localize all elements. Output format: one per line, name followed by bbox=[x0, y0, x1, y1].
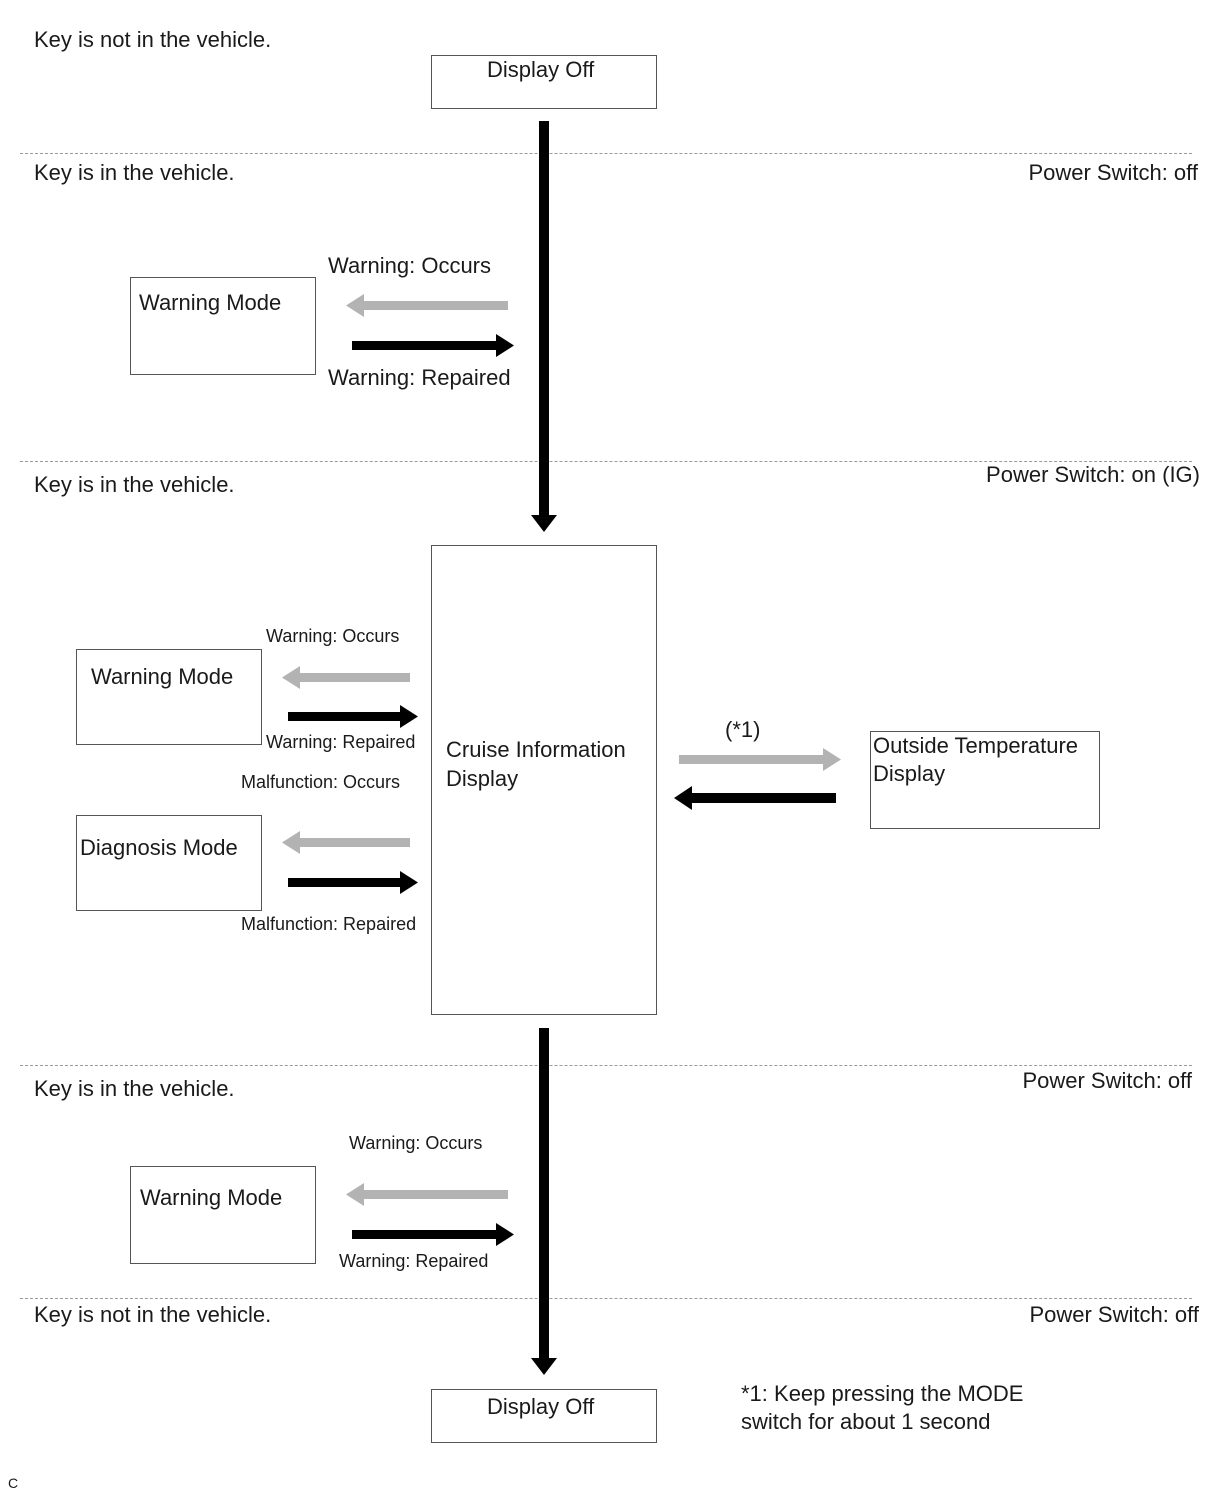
display-off-top-label: Display Off bbox=[487, 57, 595, 82]
section-3-key-label: Key is in the vehicle. bbox=[34, 472, 235, 497]
diag-repaired-arrow bbox=[288, 871, 418, 894]
section-2-key-label: Key is in the vehicle. bbox=[34, 160, 235, 185]
section-3-power-label: Power Switch: on (IG) bbox=[986, 462, 1200, 487]
warning-mode-1-label: Warning Mode bbox=[139, 290, 282, 315]
wm2-repaired-arrow bbox=[288, 705, 418, 728]
diag-occurs-label: Malfunction: Occurs bbox=[241, 772, 401, 792]
warning-mode-box-2: Warning Mode bbox=[76, 649, 262, 745]
cruise-information-display-box: Cruise Information Display bbox=[431, 545, 657, 1015]
display-off-bottom-box: Display Off bbox=[431, 1389, 657, 1443]
wm3-occurs-arrow bbox=[346, 1183, 508, 1206]
diagnosis-mode-label: Diagnosis Mode bbox=[80, 835, 238, 860]
wm1-occurs-arrow bbox=[346, 294, 508, 317]
main-flow-arrow-top bbox=[531, 121, 557, 532]
warning-mode-box-1: Warning Mode bbox=[130, 277, 316, 375]
diagnosis-mode-box: Diagnosis Mode bbox=[76, 815, 262, 911]
section-5-power-label: Power Switch: off bbox=[1029, 1302, 1199, 1327]
warning-mode-3-label: Warning Mode bbox=[140, 1185, 283, 1210]
wm1-repaired-arrow bbox=[352, 334, 514, 357]
cruise-info-label-line1: Cruise Information bbox=[446, 737, 626, 762]
section-5-key-label: Key is not in the vehicle. bbox=[34, 1302, 272, 1327]
section-4-power-label: Power Switch: off bbox=[1022, 1068, 1192, 1093]
section-divider-4 bbox=[20, 1298, 1192, 1299]
wm3-occurs-label: Warning: Occurs bbox=[349, 1133, 483, 1153]
from-outside-temp-arrow bbox=[674, 786, 836, 810]
diag-repaired-label: Malfunction: Repaired bbox=[241, 914, 417, 934]
wm3-repaired-arrow bbox=[352, 1223, 514, 1246]
section-divider-2 bbox=[20, 461, 1192, 462]
warning-mode-2-label: Warning Mode bbox=[91, 664, 234, 689]
outside-temperature-display-box: Outside Temperature Display bbox=[870, 731, 1100, 829]
outside-temp-label-line2: Display bbox=[873, 761, 946, 786]
diag-occurs-arrow bbox=[282, 831, 410, 854]
corner-mark: C bbox=[8, 1475, 19, 1491]
wm3-repaired-label: Warning: Repaired bbox=[339, 1251, 489, 1271]
footnote-line1: *1: Keep pressing the MODE bbox=[741, 1381, 1024, 1406]
wm2-occurs-arrow bbox=[282, 666, 410, 689]
to-outside-temp-arrow bbox=[679, 748, 841, 771]
outside-note-label: (*1) bbox=[725, 717, 761, 742]
wm1-repaired-label: Warning: Repaired bbox=[328, 365, 511, 390]
section-divider-1 bbox=[20, 153, 1192, 154]
wm1-occurs-label: Warning: Occurs bbox=[328, 253, 492, 278]
section-4-key-label: Key is in the vehicle. bbox=[34, 1076, 235, 1101]
wm2-repaired-label: Warning: Repaired bbox=[266, 732, 416, 752]
outside-temp-label-line1: Outside Temperature bbox=[873, 733, 1079, 758]
section-divider-3 bbox=[20, 1065, 1192, 1066]
section-2-power-label: Power Switch: off bbox=[1028, 160, 1198, 185]
cruise-info-label-line2: Display bbox=[446, 766, 519, 791]
footnote-line2: switch for about 1 second bbox=[741, 1409, 991, 1434]
main-flow-arrow-bottom bbox=[531, 1028, 557, 1375]
display-off-top-box: Display Off bbox=[431, 55, 657, 109]
display-off-bottom-label: Display Off bbox=[487, 1394, 595, 1419]
section-1-key-label: Key is not in the vehicle. bbox=[34, 27, 272, 52]
warning-mode-box-3: Warning Mode bbox=[130, 1166, 316, 1264]
wm2-occurs-label: Warning: Occurs bbox=[266, 626, 400, 646]
